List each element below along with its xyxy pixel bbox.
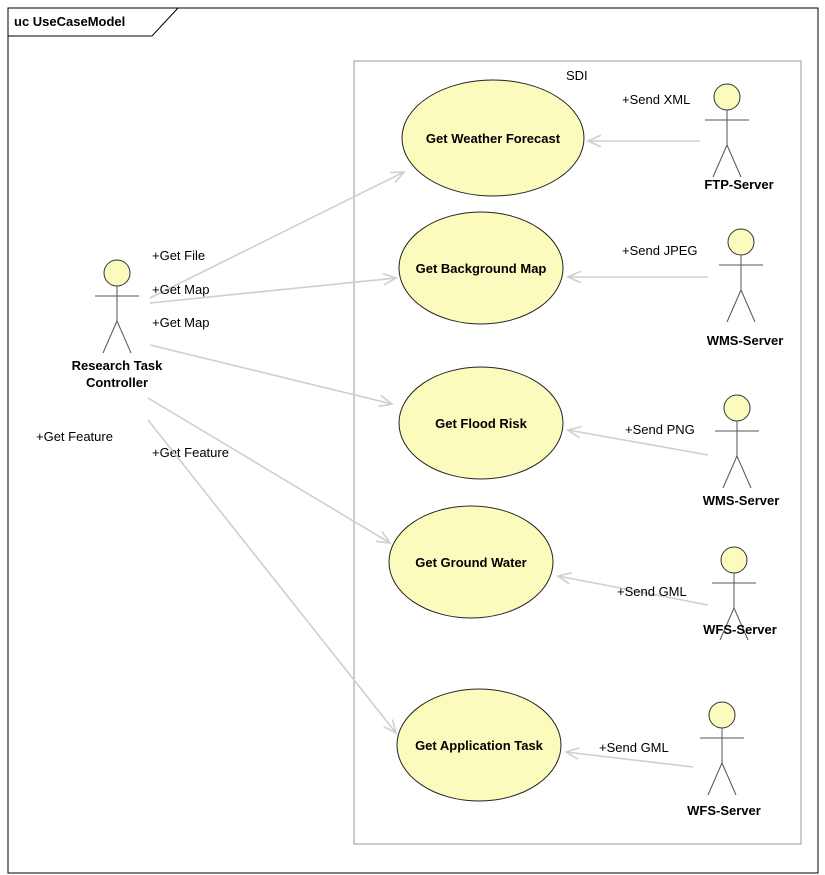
role-label: +Send GML xyxy=(599,740,669,755)
association-wfs2-application: +Send GML xyxy=(564,740,694,768)
frame-tab xyxy=(8,7,179,37)
role-label: +Send JPEG xyxy=(622,243,698,258)
actor-head-icon xyxy=(720,546,748,574)
actor-name: Research Task xyxy=(72,358,164,373)
association-line xyxy=(149,344,393,405)
use-case-flood[interactable]: Get Flood Risk xyxy=(398,366,564,480)
association-ftp-weather: +Send XML xyxy=(586,92,700,148)
use-case-label: Get Background Map xyxy=(416,261,547,276)
association-line xyxy=(567,429,709,456)
actor-body-icon xyxy=(715,421,759,489)
actor-head-icon xyxy=(727,228,755,256)
association-wms1-background: +Send JPEG xyxy=(566,243,708,284)
frame-title: uc UseCaseModel xyxy=(14,14,125,29)
use-case-ellipse[interactable] xyxy=(398,211,564,325)
actor-wms2[interactable]: WMS-Server xyxy=(703,394,780,508)
association-arrowhead xyxy=(566,270,582,284)
actor-body-icon xyxy=(95,286,139,354)
use-case-ground[interactable]: Get Ground Water xyxy=(388,505,554,619)
role-label: +Get Feature xyxy=(152,445,229,460)
actor-body-icon xyxy=(719,255,763,323)
associations: +Get File +Get Map +Get Map +Get Feature +Ge… xyxy=(36,92,709,768)
role-label: +Send GML xyxy=(617,584,687,599)
association-arrowhead xyxy=(378,394,394,408)
association-arrowhead xyxy=(564,747,580,760)
actor-name: WFS-Server xyxy=(687,803,761,818)
actor-head-icon xyxy=(723,394,751,422)
association-controller-flood: +Get Map xyxy=(149,315,394,408)
use-case-ellipse[interactable] xyxy=(398,366,564,480)
association-arrowhead xyxy=(556,572,572,585)
role-label: +Get Map xyxy=(152,282,209,297)
association-line xyxy=(565,751,694,768)
use-case-label: Get Application Task xyxy=(415,738,544,753)
system-name: SDI xyxy=(566,68,588,83)
association-arrowhead xyxy=(566,425,582,439)
association-arrowhead xyxy=(382,272,398,286)
actor-ftp[interactable]: FTP-Server xyxy=(704,83,774,192)
actor-name: FTP-Server xyxy=(704,177,773,192)
actor-body-icon xyxy=(712,573,756,641)
actor-name: Controller xyxy=(86,375,148,390)
association-line xyxy=(147,397,391,544)
role-label: +Send PNG xyxy=(625,422,695,437)
actor-name: WFS-Server xyxy=(703,622,777,637)
role-label: +Get Map xyxy=(152,315,209,330)
association-line xyxy=(149,171,405,299)
system-boundary xyxy=(353,60,802,845)
actor-wms1[interactable]: WMS-Server xyxy=(707,228,784,348)
use-case-label: Get Flood Risk xyxy=(435,416,528,431)
actor-head-icon xyxy=(708,701,736,729)
use-case-application[interactable]: Get Application Task xyxy=(396,688,562,802)
role-label: +Send XML xyxy=(622,92,690,107)
association-line xyxy=(557,575,709,606)
actor-body-icon xyxy=(705,110,749,178)
use-case-ellipse[interactable] xyxy=(388,505,554,619)
association-line xyxy=(147,419,397,734)
association-line xyxy=(149,277,397,304)
actor-name: WMS-Server xyxy=(703,493,780,508)
actor-wfs2[interactable]: WFS-Server xyxy=(687,701,761,818)
association-wfs1-ground: +Send GML xyxy=(556,572,709,606)
role-label: +Get Feature xyxy=(36,429,113,444)
use-case-label: Get Weather Forecast xyxy=(426,131,561,146)
use-case-background[interactable]: Get Background Map xyxy=(398,211,564,325)
association-controller-application: +Get Feature xyxy=(36,419,398,735)
use-case-ellipse[interactable] xyxy=(401,79,585,197)
actor-head-icon xyxy=(103,259,131,287)
actor-head-icon xyxy=(713,83,741,111)
association-wms2-flood: +Send PNG xyxy=(566,422,709,456)
use-case-label: Get Ground Water xyxy=(415,555,526,570)
association-arrowhead xyxy=(376,531,392,545)
use-case-weather[interactable]: Get Weather Forecast xyxy=(401,79,585,197)
association-arrowhead xyxy=(383,719,398,735)
association-arrowhead xyxy=(389,171,406,184)
actor-body-icon xyxy=(700,728,744,796)
association-controller-background: +Get Map xyxy=(149,272,398,304)
actor-wfs1[interactable]: WFS-Server xyxy=(703,546,777,641)
actor-name: WMS-Server xyxy=(707,333,784,348)
role-label: +Get File xyxy=(152,248,205,263)
association-arrowhead xyxy=(586,134,602,148)
association-controller-weather: +Get File xyxy=(149,171,406,299)
use-case-ellipse[interactable] xyxy=(396,688,562,802)
